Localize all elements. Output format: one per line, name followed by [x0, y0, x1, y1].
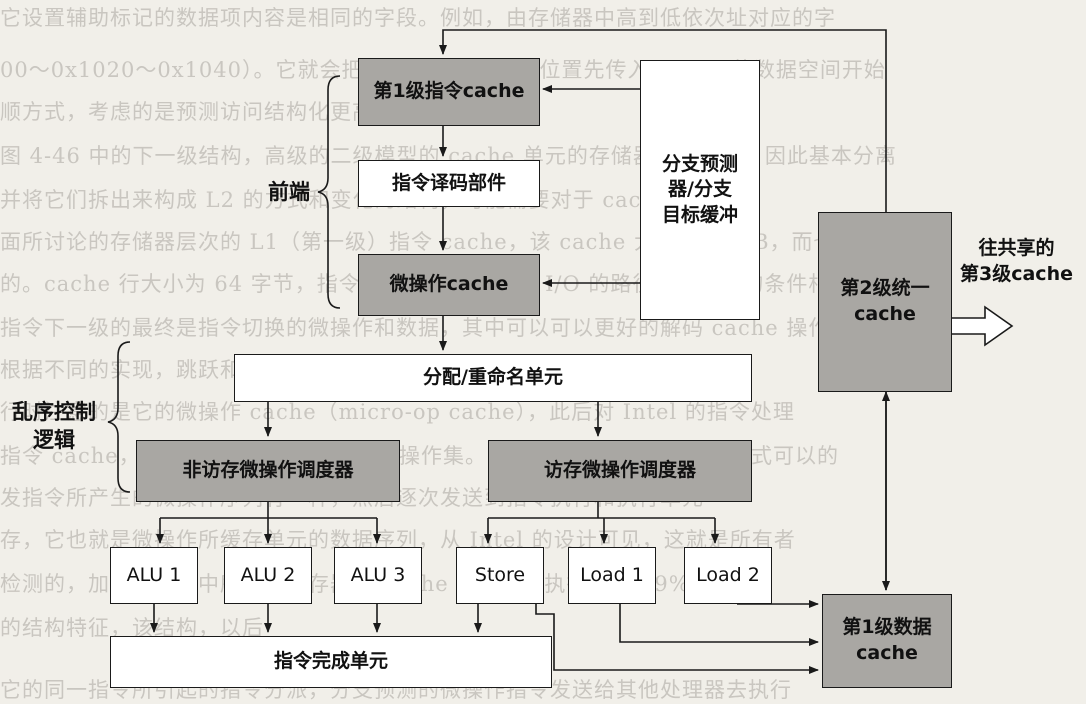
exec-unit-label: Store [474, 563, 526, 586]
bg-line: 行时注意的是它的微操作 cache（micro-op cache），此后对 In… [0, 400, 795, 424]
exec-unit-alu1: ALU 1 [110, 547, 198, 604]
branch-predictor-line: 器/分支 [668, 178, 732, 201]
to-l3-arrow-icon [950, 305, 1014, 347]
exec-unit-label: ALU 1 [126, 563, 182, 586]
to-l3-label: 往共享的 第3级cache [960, 236, 1073, 287]
exec-unit-load2: Load 2 [684, 547, 772, 604]
l2-cache-line: 第2级统一 [840, 277, 930, 300]
instruction-decoder: 指令译码部件 [358, 160, 540, 207]
arrow-store-to-dcache [535, 604, 819, 674]
ooo-control-label: 乱序控制 逻辑 [12, 398, 96, 455]
instruction-decoder-label: 指令译码部件 [391, 171, 506, 194]
exec-unit-load1: Load 1 [568, 547, 656, 604]
allocate-rename-unit: 分配/重命名单元 [234, 354, 752, 402]
retire-unit-label: 指令完成单元 [273, 650, 388, 673]
bg-line: 它设置辅助标记的数据项内容是相同的字段。例如，由存储器中高到低依次址对应的字 [0, 6, 836, 30]
exec-unit-alu2: ALU 2 [224, 547, 312, 604]
exec-unit-label: ALU 2 [240, 563, 296, 586]
non-memory-scheduler: 非访存微操作调度器 [136, 440, 400, 502]
to-l3-line: 第3级cache [960, 262, 1073, 285]
frontend-brace-icon [317, 75, 341, 309]
branch-predictor: 分支预测 器/分支 目标缓冲 [640, 60, 760, 320]
branch-predictor-line: 分支预测 [661, 152, 738, 175]
retire-unit: 指令完成单元 [110, 636, 552, 688]
bg-line: 并将它们拆出来构成 L2 的方式和变化的结构，可能需要对于 cache 的 [0, 188, 699, 212]
to-l3-line: 往共享的 [978, 237, 1055, 259]
exec-unit-store: Store [456, 547, 544, 604]
micro-op-cache-label: 微操作cache [389, 273, 509, 296]
l1-instruction-cache: 第1级指令cache [358, 58, 540, 126]
l1-data-cache-line: 第1级数据 [842, 616, 932, 639]
arrow-load1-to-dcache [619, 604, 819, 646]
micro-op-cache: 微操作cache [358, 254, 540, 316]
l2-cache-line: cache [854, 303, 916, 325]
branch-predictor-line: 目标缓冲 [661, 203, 738, 226]
arrow-l2-to-icache [439, 29, 887, 212]
allocate-rename-label: 分配/重命名单元 [423, 366, 563, 389]
l1-instruction-cache-label: 第1级指令cache [373, 80, 525, 103]
memory-scheduler: 访存微操作调度器 [488, 440, 752, 502]
exec-unit-label: Load 2 [696, 563, 760, 586]
l1-data-cache: 第1级数据 cache [822, 594, 952, 688]
bg-line: 指令下一级的最终是指令切换的微操作和数据，其中可以可以更好的解码 cache 操… [0, 316, 831, 340]
exec-unit-label: Load 1 [580, 563, 644, 586]
memory-scheduler-label: 访存微操作调度器 [543, 459, 696, 482]
non-memory-scheduler-label: 非访存微操作调度器 [182, 459, 354, 482]
exec-unit-label: ALU 3 [350, 563, 406, 586]
ooo-control-line: 乱序控制 [12, 400, 96, 424]
frontend-label: 前端 [268, 180, 310, 204]
exec-unit-alu3: ALU 3 [334, 547, 422, 604]
l2-unified-cache: 第2级统一 cache [818, 212, 952, 392]
ooo-brace-icon [107, 341, 131, 493]
ooo-control-line: 逻辑 [33, 428, 75, 453]
l1-data-cache-line: cache [856, 642, 918, 664]
